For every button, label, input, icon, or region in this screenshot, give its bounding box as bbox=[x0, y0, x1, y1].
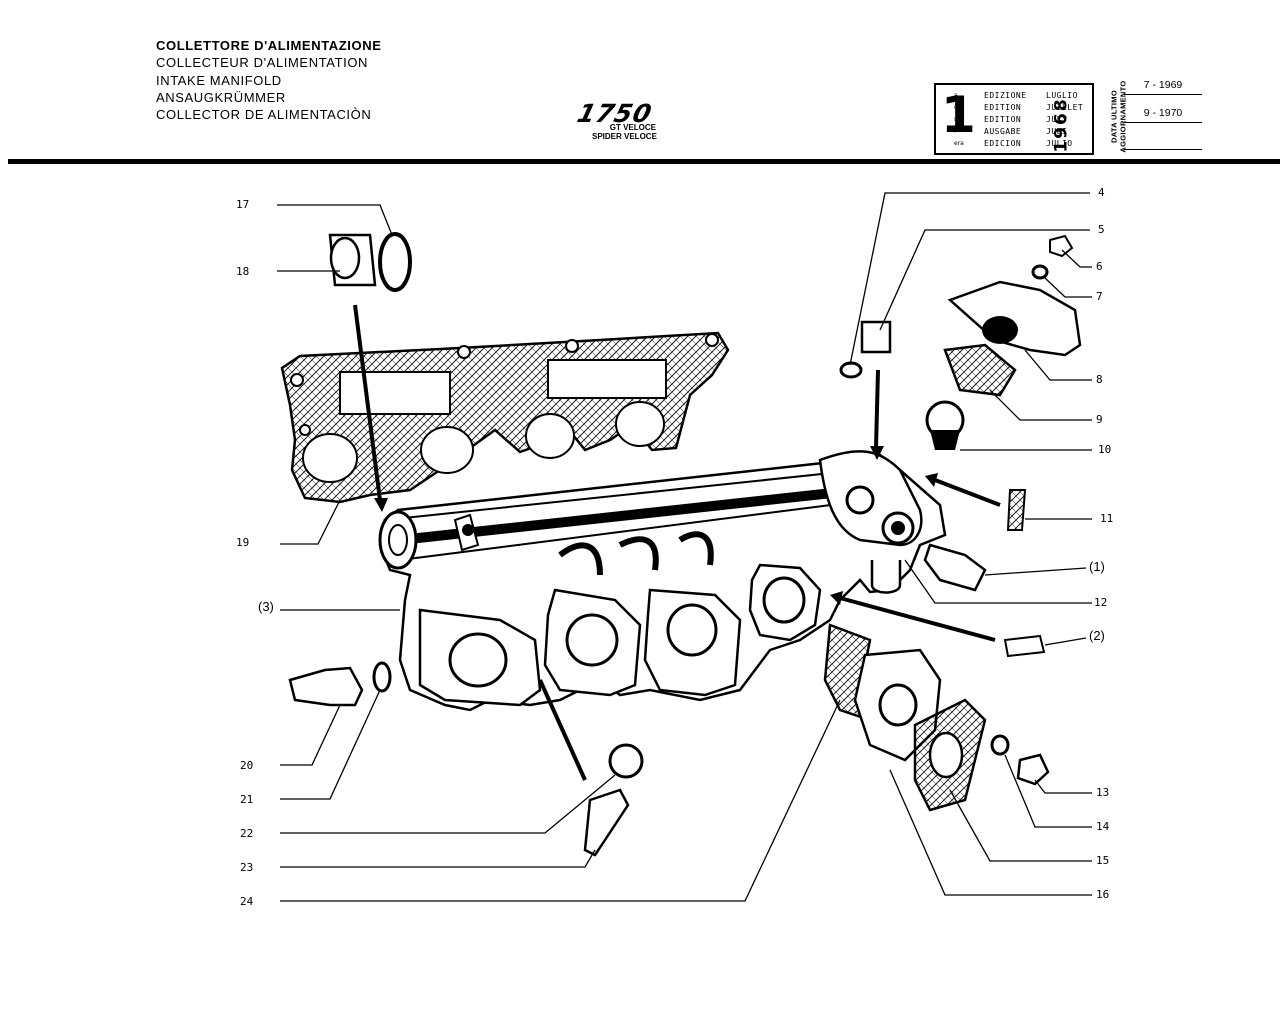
edition-box: 1 a ère st . era EDIZIONE EDITION EDITIO… bbox=[934, 83, 1094, 155]
union-20 bbox=[288, 666, 364, 707]
edition-suffix: ère bbox=[954, 104, 964, 111]
nipple-23 bbox=[583, 788, 630, 857]
washer-21 bbox=[372, 661, 392, 693]
ref-label-23: 23 bbox=[240, 861, 254, 874]
nut-13 bbox=[1016, 753, 1050, 786]
edition-suffix: st bbox=[954, 116, 960, 123]
ref-label-10: 10 bbox=[1098, 443, 1112, 456]
ref-label-20: 20 bbox=[240, 759, 254, 772]
edition-month: JULY bbox=[1046, 115, 1068, 124]
update-date-row bbox=[1124, 131, 1202, 150]
ref-label-7: 7 bbox=[1096, 290, 1103, 303]
header-rule bbox=[8, 159, 1280, 164]
edition-month: JUILLET bbox=[1046, 103, 1084, 112]
stud-11 bbox=[1006, 489, 1027, 531]
ref-label-24: 24 bbox=[240, 895, 254, 908]
leader-lines bbox=[277, 192, 1092, 902]
title-german: ANSAUGKRÜMMER bbox=[156, 89, 286, 105]
edition-word: EDITION bbox=[984, 103, 1022, 112]
title-french: COLLECTEUR D'ALIMENTATION bbox=[156, 55, 369, 71]
edition-word: EDITION bbox=[984, 115, 1022, 124]
nipple-2 bbox=[1003, 634, 1046, 658]
ref-label-22: 22 bbox=[240, 827, 254, 840]
ref-label-8: 8 bbox=[1096, 373, 1103, 386]
ref-label-13: 13 bbox=[1096, 786, 1110, 799]
ref-label-14: 14 bbox=[1096, 820, 1110, 833]
edition-suffixes: a ère st . era bbox=[954, 90, 964, 150]
ref-label-12: 12 bbox=[1094, 596, 1108, 609]
edition-suffix: . bbox=[954, 128, 956, 135]
sender-1 bbox=[923, 543, 987, 592]
washer-14 bbox=[990, 734, 1010, 756]
ref-label-18: 18 bbox=[236, 265, 250, 278]
ref-label-9: 9 bbox=[1096, 413, 1103, 426]
gasket-9 bbox=[943, 343, 1017, 397]
edition-suffix: a bbox=[954, 92, 958, 99]
nut-6 bbox=[1049, 234, 1074, 258]
seal-ring-17 bbox=[378, 232, 412, 292]
model-variant-gt: GT VELOCE bbox=[609, 123, 656, 132]
edition-word: EDICION bbox=[984, 139, 1022, 148]
ref-label-2: (2) bbox=[1089, 628, 1105, 643]
plug-5 bbox=[860, 320, 892, 354]
edition-month: JULIO bbox=[1046, 139, 1073, 148]
washer-4 bbox=[839, 361, 863, 379]
washer-22 bbox=[608, 743, 644, 779]
update-date-row: 7 - 1969 bbox=[1124, 76, 1202, 95]
edition-number: 1 bbox=[941, 86, 976, 144]
ref-label-15: 15 bbox=[1096, 854, 1110, 867]
edition-word: AUSGABE bbox=[984, 127, 1022, 136]
edition-month: LUGLIO bbox=[1046, 91, 1078, 100]
assembly-arrows bbox=[353, 304, 1001, 781]
ref-label-17: 17 bbox=[236, 198, 250, 211]
thermostat-cover-8 bbox=[947, 280, 1082, 357]
manifold-flanges bbox=[418, 563, 822, 707]
washer-7 bbox=[1031, 264, 1049, 280]
update-date-row: 9 - 1970 bbox=[1124, 104, 1202, 123]
model-variant-spider: SPIDER VELOCE bbox=[592, 131, 657, 141]
title-spanish: COLLECTOR DE ALIMENTACIÒN bbox=[156, 107, 372, 123]
gasket-19 bbox=[280, 331, 730, 504]
small-parts bbox=[288, 232, 1082, 857]
ref-label-5: 5 bbox=[1098, 223, 1105, 236]
ref-label-16: 16 bbox=[1096, 888, 1110, 901]
header-titles: COLLETTORE D'ALIMENTAZIONE COLLECTEUR D'… bbox=[156, 37, 381, 123]
edition-words: EDIZIONE EDITION EDITION AUSGABE EDICION bbox=[984, 90, 1027, 150]
ref-label-6: 6 bbox=[1096, 260, 1103, 273]
title-english: INTAKE MANIFOLD bbox=[156, 72, 282, 88]
ref-label-21: 21 bbox=[240, 793, 254, 806]
model-variants: GT VELOCE SPIDER VELOCE bbox=[592, 123, 657, 141]
title-italian: COLLETTORE D'ALIMENTAZIONE bbox=[156, 38, 382, 53]
ref-label-3: (3) bbox=[258, 599, 274, 614]
edition-word: EDIZIONE bbox=[984, 91, 1027, 100]
edition-suffix: era bbox=[954, 140, 964, 147]
ref-label-1: (1) bbox=[1089, 559, 1105, 574]
ref-label-4: 4 bbox=[1098, 186, 1105, 199]
ref-label-19: 19 bbox=[236, 536, 250, 549]
edition-month: JULI bbox=[1046, 127, 1068, 136]
edition-months: LUGLIO JUILLET JULY JULI JULIO bbox=[1046, 90, 1083, 150]
ref-label-11: 11 bbox=[1100, 512, 1114, 525]
